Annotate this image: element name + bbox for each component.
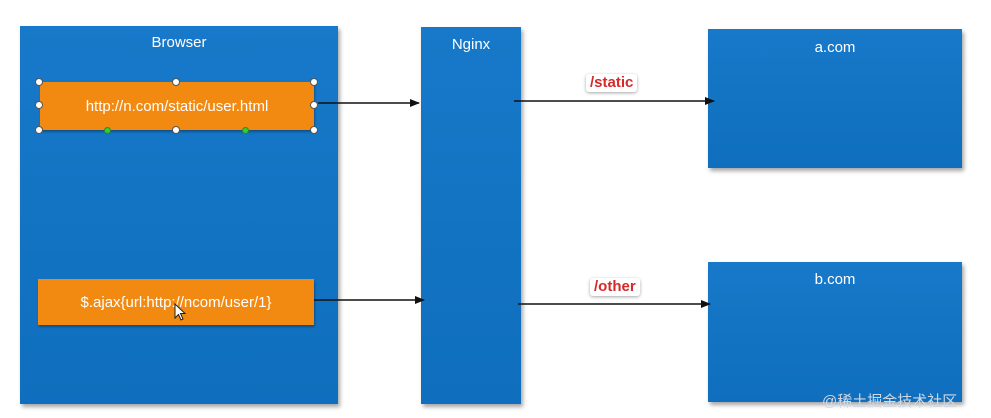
selection-handle[interactable]: [35, 126, 43, 134]
ajax-request-label: $.ajax{url:http://ncom/user/1}: [80, 293, 272, 311]
mouse-cursor-icon: [174, 303, 187, 321]
selection-handle[interactable]: [310, 78, 318, 86]
a-com-box: a.com: [708, 29, 962, 168]
route-label-other: /other: [590, 278, 640, 296]
b-com-box: b.com: [708, 262, 962, 402]
watermark: @稀土掘金技术社区: [822, 393, 958, 410]
static-request-box[interactable]: http://n.com/static/user.html: [40, 82, 314, 130]
connection-point[interactable]: [104, 127, 111, 134]
nginx-title: Nginx: [451, 36, 491, 53]
selection-handle[interactable]: [35, 78, 43, 86]
route-label-static: /static: [586, 74, 638, 92]
connection-point[interactable]: [242, 127, 249, 134]
selection-handle[interactable]: [172, 78, 180, 86]
selection-handle[interactable]: [172, 126, 180, 134]
b-com-title: b.com: [814, 271, 856, 288]
selection-handle[interactable]: [310, 101, 318, 109]
nginx-box: Nginx: [421, 27, 521, 404]
a-com-title: a.com: [814, 39, 856, 56]
selection-handle[interactable]: [35, 101, 43, 109]
browser-title: Browser: [151, 34, 207, 51]
static-request-label: http://n.com/static/user.html: [85, 97, 269, 115]
selection-handle[interactable]: [310, 126, 318, 134]
